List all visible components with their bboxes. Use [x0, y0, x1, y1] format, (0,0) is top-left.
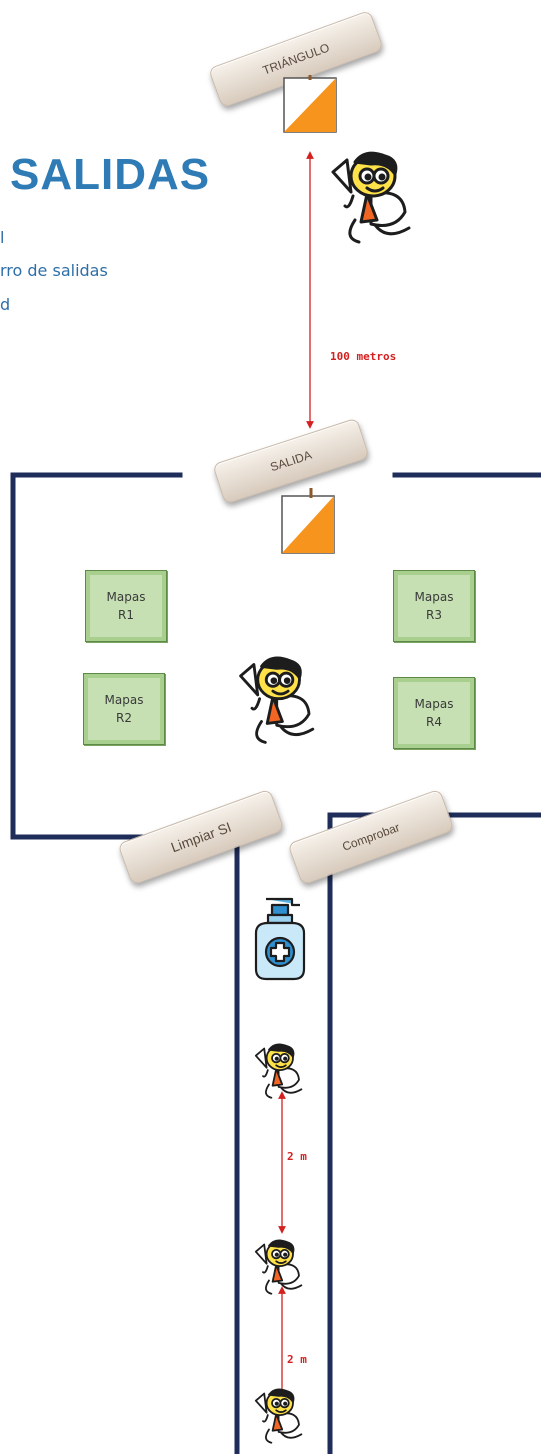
- runner-icon: [325, 150, 425, 250]
- map-box-route: R1: [118, 608, 134, 622]
- map-box-label: Mapas: [104, 693, 144, 707]
- control-flag-icon: [283, 75, 337, 133]
- page-title: SALIDAS: [10, 150, 211, 199]
- subtitle-line-2: rro de salidas: [0, 261, 108, 280]
- subtitle-line-3: d: [0, 295, 11, 314]
- runner-icon: [251, 1385, 311, 1450]
- map-box-route: R3: [426, 608, 442, 622]
- map-box-label: Mapas: [106, 590, 146, 604]
- map-box-r3: Mapas R3: [393, 570, 475, 642]
- hand-sanitizer-icon: [254, 897, 306, 981]
- map-box-route: R2: [116, 711, 132, 725]
- map-box-route: R4: [426, 715, 442, 729]
- runner-icon: [251, 1236, 311, 1301]
- map-box-label: Mapas: [414, 590, 454, 604]
- map-box-label: Mapas: [414, 697, 454, 711]
- map-box-r1: Mapas R1: [85, 570, 167, 642]
- distance-label-queue-1: 2 m: [287, 1150, 307, 1163]
- subtitle-line-1: l: [0, 228, 5, 247]
- control-flag-icon: [281, 488, 335, 554]
- distance-label-100m: 100 metros: [330, 350, 397, 363]
- distance-label-queue-2: 2 m: [287, 1353, 307, 1366]
- runner-icon: [251, 1040, 311, 1105]
- map-box-r2: Mapas R2: [83, 673, 165, 745]
- runner-icon: [233, 655, 328, 750]
- map-box-r4: Mapas R4: [393, 677, 475, 749]
